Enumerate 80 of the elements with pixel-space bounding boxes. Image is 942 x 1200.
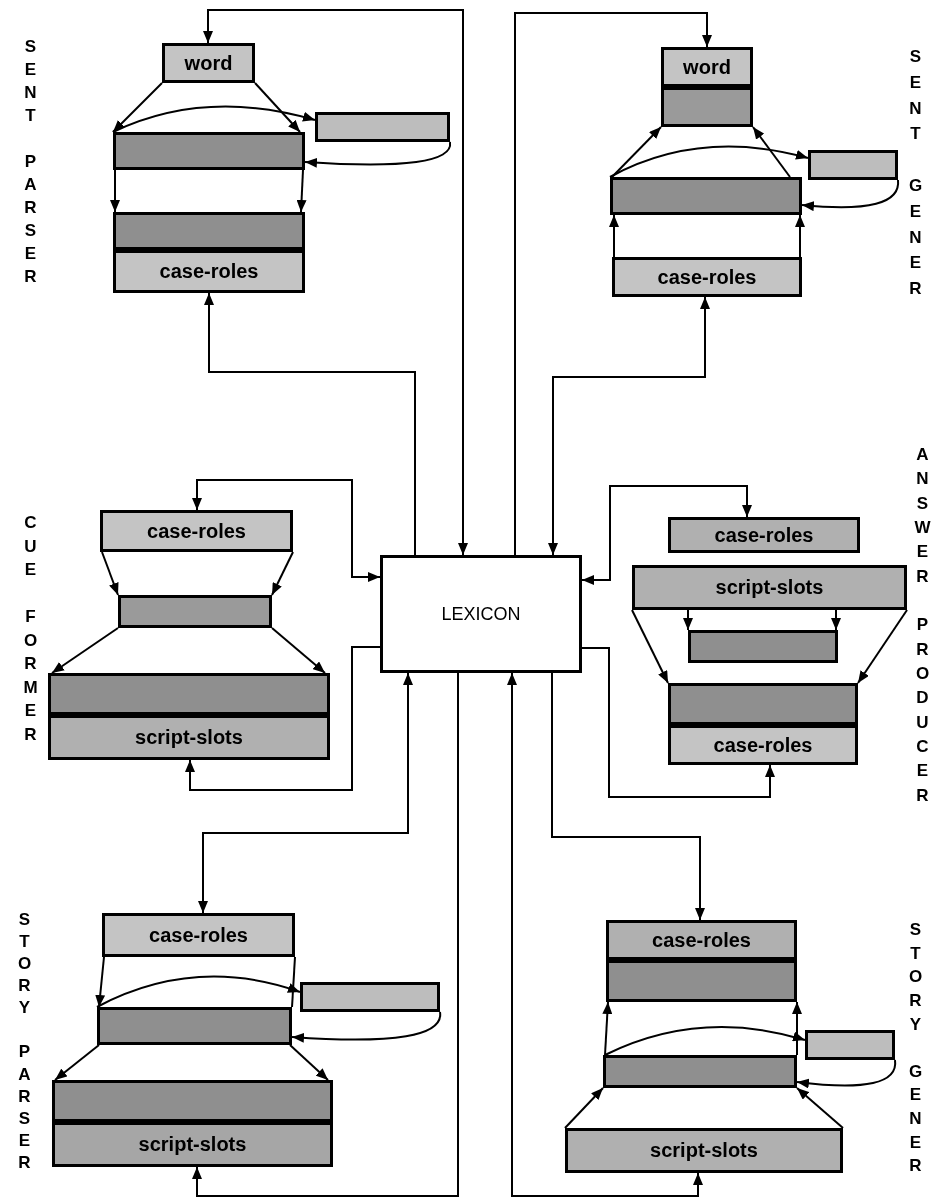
arrow [514,12,712,556]
layer-box: script-slots [632,565,907,610]
arrow [101,551,119,596]
arrow [204,292,416,556]
layer-box: case-roles [102,913,295,957]
layer-box [805,1030,895,1060]
arrow [795,214,805,258]
layer-box [603,1055,797,1088]
layer-box [668,683,858,725]
module-label: SENT PARSER [20,37,40,290]
module-label: SENT GENER [905,47,925,305]
layer-box [300,982,440,1012]
arrow [796,1059,897,1089]
arrow [112,105,316,133]
module-label: STORY GENER [905,920,925,1180]
arrow [611,126,662,178]
arrow [631,609,669,684]
double-arrow [192,479,381,582]
arrow [609,214,619,258]
layer-box: case-roles [606,920,797,960]
arrow [831,609,841,631]
layer-box [97,1007,292,1045]
arrow [96,975,301,1008]
layer-box [661,87,753,127]
module-label: ANSWER PRODUCER [912,445,932,810]
arrow [564,1087,604,1129]
layer-box [610,177,802,215]
connector-line [291,956,296,1008]
layer-box [113,212,305,250]
arrow [95,956,106,1008]
layer-box [48,673,330,715]
module-box: LEXICON [380,555,582,673]
arrow [683,609,693,631]
arrow [51,627,119,674]
arrow [752,126,791,178]
layer-box [808,150,898,180]
arrow [271,551,294,596]
layer-box: case-roles [113,250,305,293]
layer-box: script-slots [565,1128,843,1173]
layer-box [113,132,305,170]
module-label: CUE FORMER [20,513,40,748]
arrow [551,672,705,921]
layer-box [315,112,450,142]
layer-box: case-roles [668,517,860,553]
arrow [254,82,301,133]
double-arrow [203,9,468,556]
module-label: STORY PARSER [14,910,34,1175]
double-arrow [581,485,752,585]
arrow [857,609,908,684]
arrow [304,141,451,168]
layer-box [118,595,272,628]
double-arrow [548,296,710,556]
arrow [792,1001,802,1056]
layer-box: case-roles [100,510,293,552]
layer-box: case-roles [612,257,802,297]
arrow [112,82,163,133]
layer-box: word [162,43,255,83]
arrow [609,145,809,178]
layer-box: script-slots [52,1122,333,1167]
arrow [602,1001,613,1056]
arrow [185,646,381,791]
arrow [604,1026,806,1056]
layer-box [688,630,838,663]
double-arrow [198,672,413,914]
arrow [296,169,307,213]
arrow [271,627,326,674]
arrow [796,1087,844,1129]
layer-box: case-roles [668,725,858,765]
layer-box: script-slots [48,715,330,760]
layer-box: word [661,47,753,87]
layer-box [606,960,797,1002]
arrow [54,1044,100,1081]
arrow [289,1044,329,1081]
arrow [581,647,775,798]
layer-box [52,1080,333,1122]
arrow [801,179,899,211]
double-arrow [507,672,703,1197]
arrow [110,169,120,213]
arrow [291,1011,441,1043]
arrow [192,672,459,1197]
